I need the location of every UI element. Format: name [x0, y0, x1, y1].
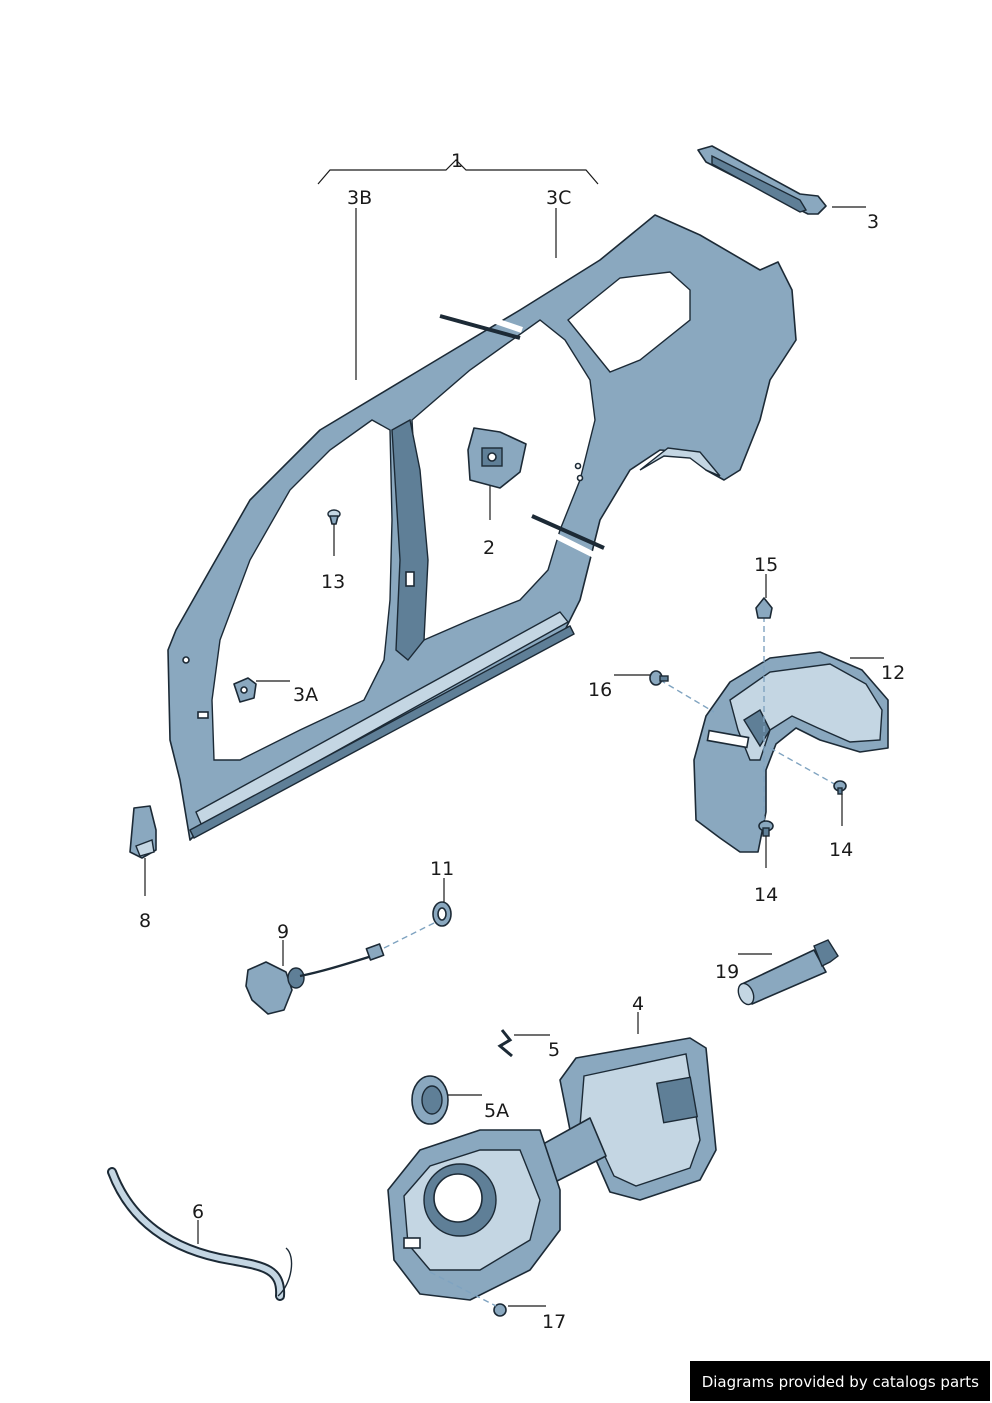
part-6-hose	[107, 1167, 293, 1301]
part-9-actuator	[245, 943, 385, 1015]
callout-2: 2	[483, 537, 495, 559]
part-12-wheelhouse-liner	[693, 651, 889, 853]
callout-3C: 3C	[546, 187, 571, 209]
leader-lines	[144, 206, 884, 1307]
callout-15: 15	[754, 554, 778, 576]
callout-11: 11	[430, 858, 454, 880]
part-15-clip	[755, 597, 773, 619]
callout-9: 9	[277, 921, 289, 943]
callout-3: 3	[867, 211, 879, 233]
part-5-spring	[497, 1029, 513, 1058]
callout-4: 4	[632, 993, 644, 1015]
callout-5A: 5A	[484, 1100, 509, 1122]
part-14-screw-b	[758, 820, 774, 837]
callout-5: 5	[548, 1039, 560, 1061]
callout-14a: 14	[829, 839, 853, 861]
part-16-screw	[649, 670, 669, 686]
part-11-grommet	[432, 901, 452, 927]
bracket-1	[317, 159, 599, 185]
callout-16: 16	[588, 679, 612, 701]
callout-19: 19	[715, 961, 739, 983]
callout-8: 8	[139, 910, 151, 932]
part-13-clip	[327, 509, 341, 525]
part-3-strip	[697, 145, 827, 215]
callout-13: 13	[321, 571, 345, 593]
callout-6: 6	[192, 1201, 204, 1223]
axis-16	[659, 679, 715, 713]
part-3A-bracket	[233, 677, 257, 703]
part-19-cylinder	[737, 939, 839, 1006]
part-14-screw-a	[833, 780, 847, 795]
part-4-fuel-flap	[387, 1037, 717, 1301]
part-5A-grommet	[411, 1075, 449, 1125]
part-1-side-panel	[167, 214, 797, 841]
part-2-bracket	[467, 427, 527, 489]
credit-badge: Diagrams provided by catalogs parts	[689, 1361, 990, 1401]
callout-17: 17	[542, 1311, 566, 1333]
callout-1: 1	[451, 150, 463, 172]
axis-14	[769, 747, 839, 787]
axis-17	[429, 1271, 497, 1307]
part-8-bracket	[129, 805, 157, 859]
callout-14b: 14	[754, 884, 778, 906]
axis-11	[383, 921, 437, 949]
callout-3A: 3A	[293, 684, 318, 706]
callout-12: 12	[881, 662, 905, 684]
callout-3B: 3B	[347, 187, 372, 209]
part-17-screw	[493, 1303, 507, 1317]
